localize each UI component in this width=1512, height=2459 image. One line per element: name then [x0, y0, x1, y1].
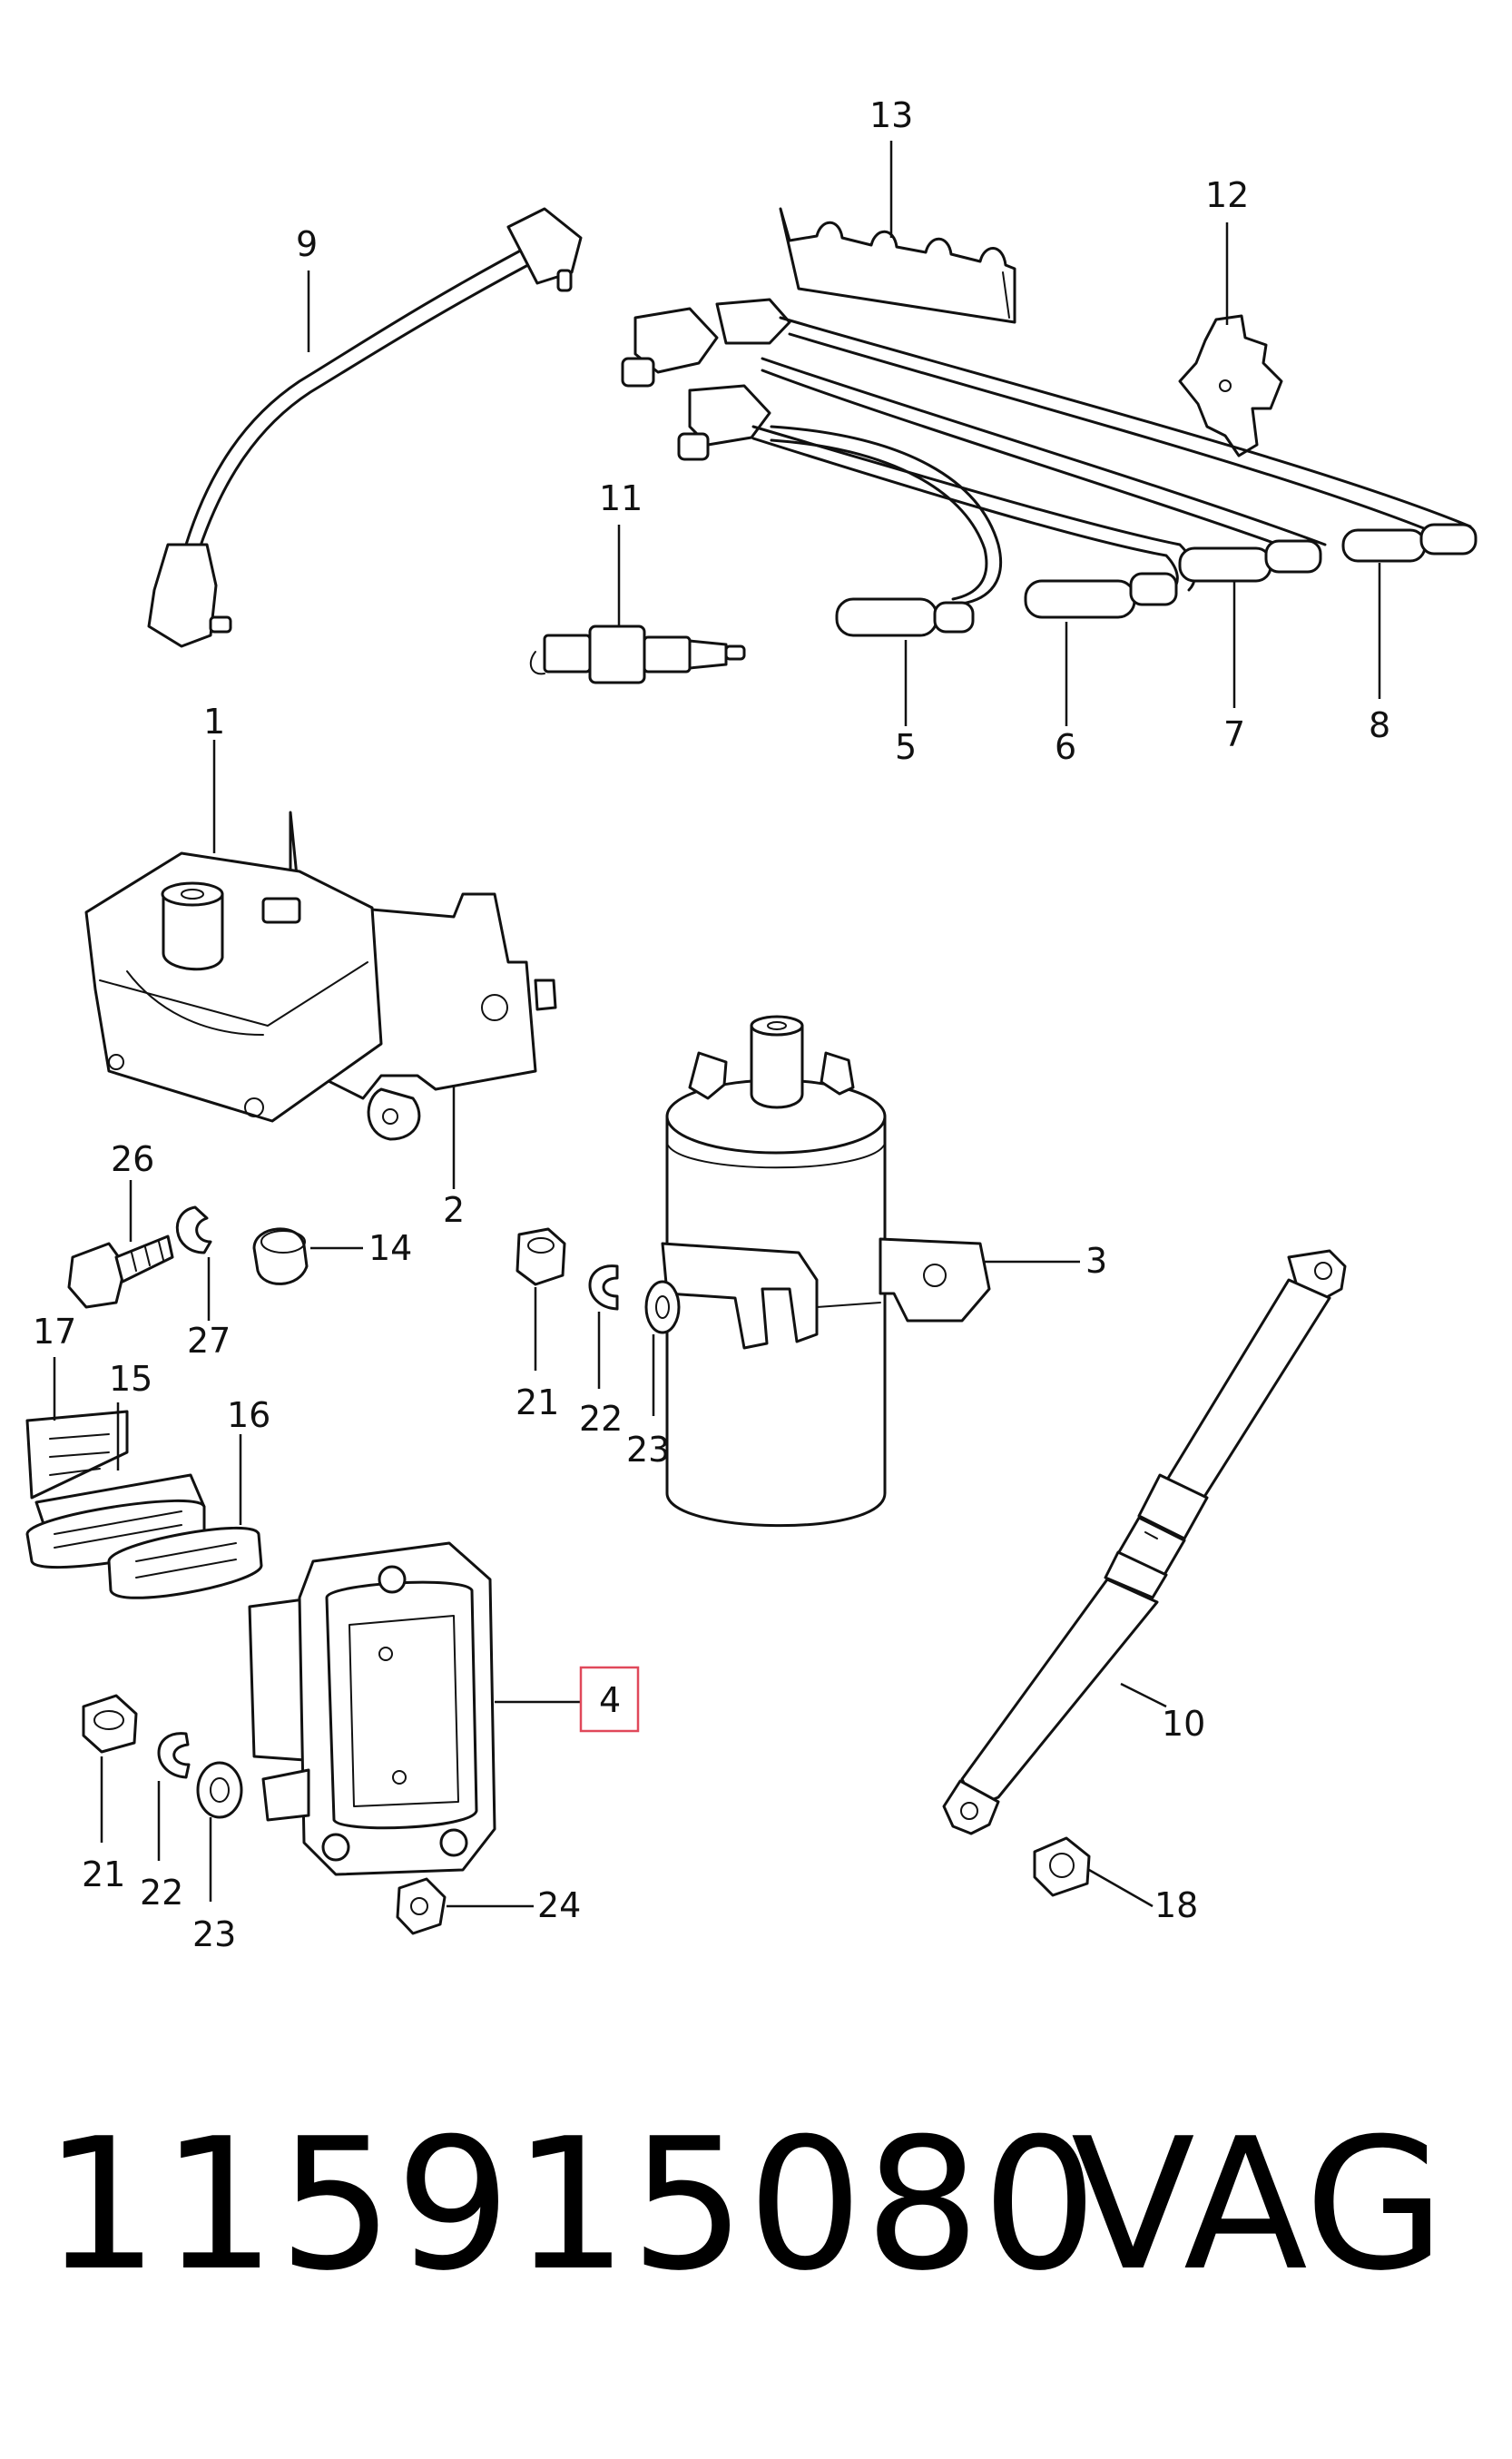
callout-6: 6	[1055, 727, 1076, 767]
ignition-wire-set	[621, 298, 1478, 637]
spark-plug	[529, 625, 746, 684]
callout-22a: 22	[579, 1399, 623, 1439]
callout-13: 13	[869, 95, 913, 135]
callout-24: 24	[537, 1885, 581, 1925]
callout-2: 2	[443, 1190, 465, 1230]
fasteners-control-unit	[82, 1694, 447, 1935]
callout-14: 14	[368, 1228, 412, 1268]
callout-4: 4	[599, 1680, 621, 1720]
callout-21a: 21	[515, 1382, 559, 1422]
coil-lead-wire	[147, 207, 583, 648]
ignition-coil	[661, 1015, 991, 1528]
control-unit	[248, 1541, 496, 1876]
callout-18: 18	[1154, 1885, 1198, 1925]
callout-10: 10	[1162, 1704, 1205, 1744]
callout-15: 15	[109, 1359, 152, 1399]
callout-3: 3	[1085, 1241, 1107, 1281]
callout-21b: 21	[82, 1854, 125, 1894]
callout-11: 11	[599, 478, 643, 518]
callout-27: 27	[187, 1321, 231, 1361]
callout-23a: 23	[626, 1430, 670, 1470]
callout-9: 9	[296, 224, 318, 264]
callout-16: 16	[227, 1395, 270, 1435]
callout-26: 26	[111, 1139, 154, 1179]
callout-17: 17	[33, 1312, 76, 1352]
callout-1: 1	[203, 702, 225, 742]
bolt-clip-plug	[67, 1205, 309, 1309]
callout-22b: 22	[140, 1873, 183, 1913]
brand-label: VAG	[1071, 2100, 1446, 2311]
ignition-coil-assembly	[84, 811, 557, 1141]
callout-5: 5	[895, 727, 917, 767]
callout-12: 12	[1205, 175, 1249, 215]
callout-7: 7	[1223, 714, 1245, 754]
callout-23b: 23	[192, 1914, 236, 1954]
callout-8: 8	[1369, 705, 1390, 745]
wire-separator	[1178, 314, 1283, 457]
ground-strap	[942, 1249, 1347, 1897]
highlight-box	[579, 1666, 640, 1733]
fasteners-coil	[515, 1227, 681, 1334]
part-number-label: 115915080	[44, 2100, 1100, 2311]
connector-plugs	[25, 1410, 263, 1599]
wire-holder	[779, 207, 1016, 324]
